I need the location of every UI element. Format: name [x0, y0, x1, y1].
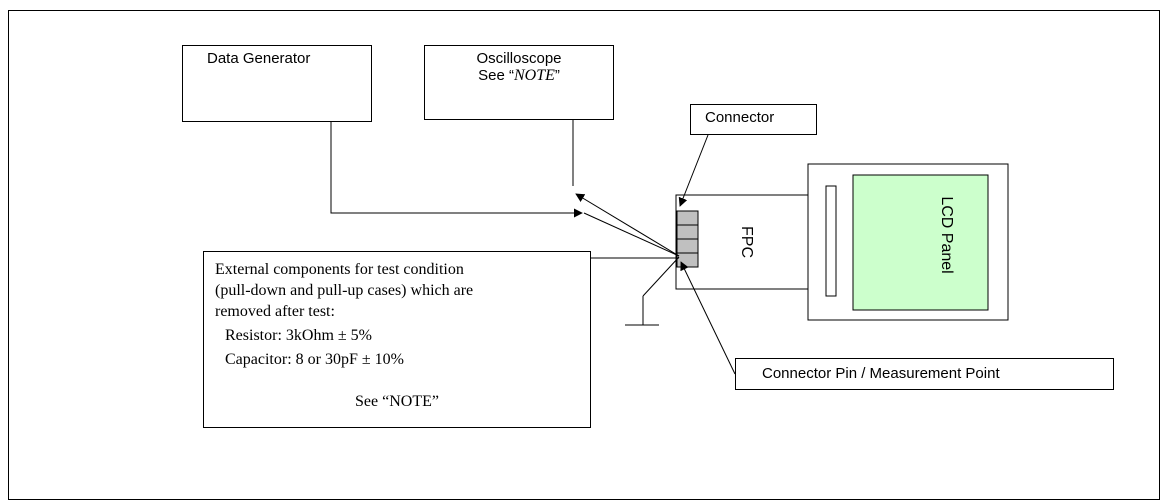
external-components-line3: removed after test: — [215, 303, 335, 320]
connector-pin-3 — [676, 238, 699, 254]
connector-pin-label: Connector Pin / Measurement Point — [762, 365, 1000, 382]
pin-callout-line — [680, 261, 736, 375]
ground-wire-diag — [642, 256, 680, 297]
data-generator-line — [330, 122, 583, 218]
connector-pin-4 — [676, 252, 699, 268]
external-components-note: See “NOTE” — [355, 393, 439, 410]
connector-label: Connector — [705, 109, 775, 126]
oscilloscope-box: Oscilloscope See “NOTE” — [424, 45, 614, 120]
connector-callout-line — [678, 134, 709, 207]
oscilloscope-note-ref: See “NOTE” — [478, 67, 560, 84]
oscilloscope-label: Oscilloscope — [476, 50, 562, 67]
connector-label-box: Connector — [690, 104, 817, 135]
data-generator-label: Data Generator — [207, 50, 311, 67]
resistor-spec: Resistor: 3kOhm ± 5% — [225, 327, 372, 344]
connector-pin-box: Connector Pin / Measurement Point — [735, 358, 1114, 390]
lcd-panel-label: LCD Panel — [938, 196, 955, 274]
data-generator-box: Data Generator — [182, 45, 372, 122]
diagram-canvas: Data Generator Oscilloscope See “NOTE” C… — [8, 10, 1160, 500]
external-components-box: External components for test condition (… — [203, 251, 591, 428]
connector-pin-2 — [676, 224, 699, 240]
connector-pin-1 — [676, 210, 699, 226]
lcd-panel — [852, 174, 989, 311]
data-generator-line-end — [583, 212, 680, 257]
lcd-side-strip — [825, 185, 837, 297]
external-components-line1: External components for test condition — [215, 261, 464, 278]
oscilloscope-line-end — [575, 193, 680, 257]
connection-lines — [330, 120, 1009, 375]
fpc-label: FPC — [738, 226, 755, 258]
capacitor-spec: Capacitor: 8 or 30pF ± 10% — [225, 351, 404, 368]
external-components-line2: (pull-down and pull-up cases) which are — [215, 282, 474, 299]
